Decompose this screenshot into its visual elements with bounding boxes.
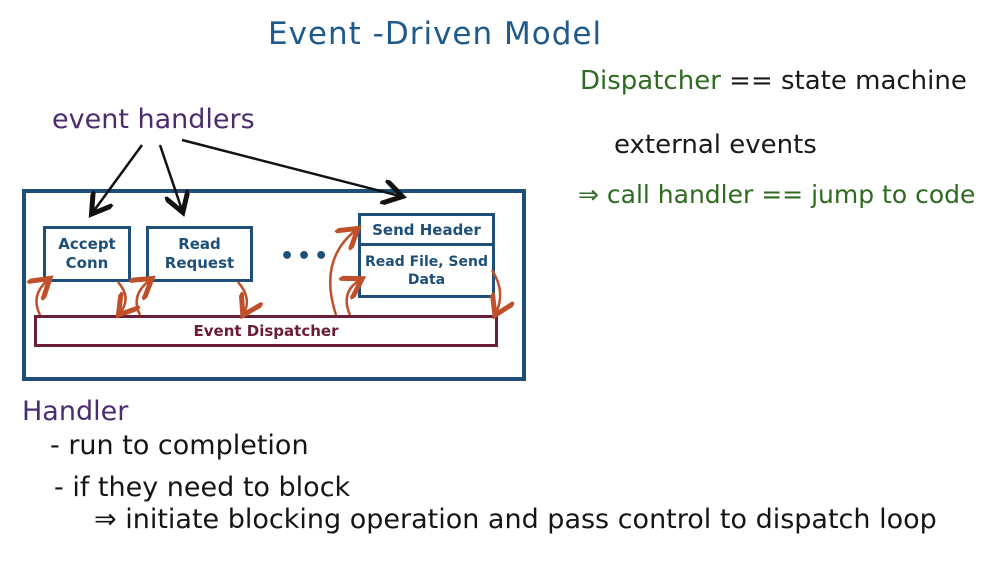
send-header-box: Send Header <box>361 216 492 246</box>
page-title: Event -Driven Model <box>268 16 603 52</box>
accept-conn-box: Accept Conn <box>43 226 131 282</box>
handler-bullet-3: ⇒ initiate blocking operation and pass c… <box>94 504 937 535</box>
dispatcher-label: Dispatcher <box>580 66 721 96</box>
dispatcher-note: Dispatcher == state machine <box>580 66 967 96</box>
external-events-note: external events <box>614 130 817 160</box>
handler-heading: Handler <box>22 396 129 427</box>
send-handler-group: Send Header Read File, Send Data <box>358 213 495 298</box>
arrow-to-send <box>181 138 400 196</box>
call-handler-note: ⇒ call handler == jump to code <box>578 180 976 209</box>
handler-bullet-1: - run to completion <box>50 430 309 461</box>
dispatcher-rest: == state machine <box>720 66 967 96</box>
event-handlers-label: event handlers <box>52 104 255 135</box>
event-dispatcher-bar: Event Dispatcher <box>34 315 498 347</box>
read-file-send-data-box: Read File, Send Data <box>364 253 489 288</box>
read-request-box: Read Request <box>146 226 253 282</box>
handler-bullet-2: - if they need to block <box>54 472 351 503</box>
ellipsis: ••• <box>280 244 332 269</box>
